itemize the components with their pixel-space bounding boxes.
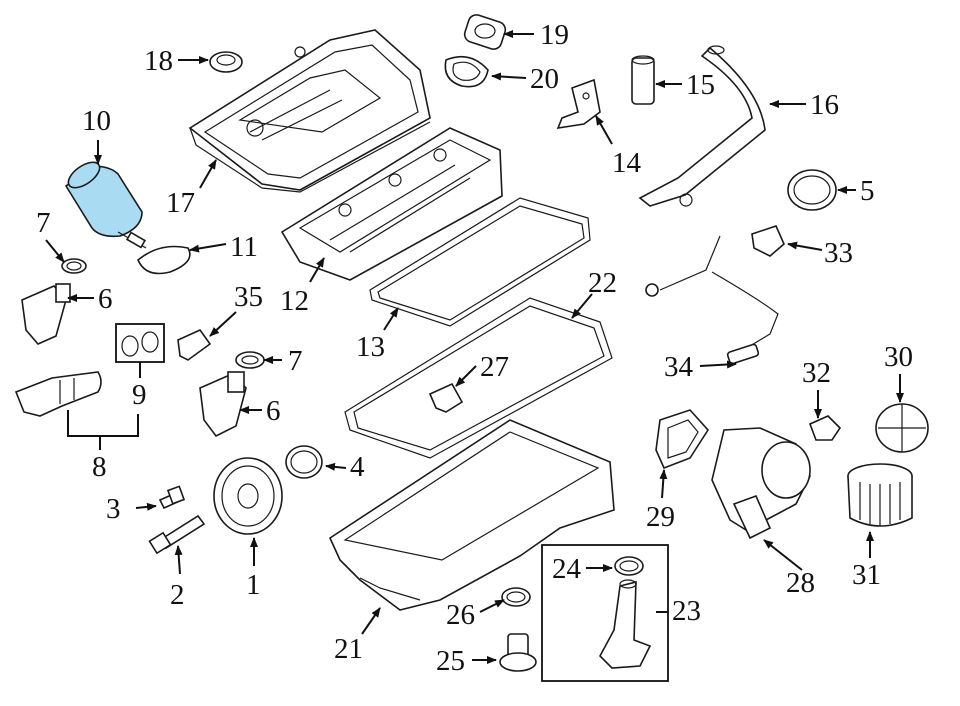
callout-13: 13 [356,331,385,363]
cover-gasket[interactable] [369,197,591,327]
callout-23: 23 [672,595,701,627]
oil-pan-gasket[interactable] [344,297,613,459]
callout-20: 20 [530,63,559,95]
seal-ring-5[interactable] [787,169,837,211]
thermostat-housing[interactable] [711,427,811,540]
callout-18: 18 [144,45,173,77]
callout-labels: 1 2 3 4 5 6 6 7 7 8 9 10 11 12 13 14 15 … [36,19,913,677]
o-ring-kit[interactable] [115,323,165,363]
callout-32: 32 [802,357,831,389]
callout-24: 24 [552,553,582,585]
o-ring-7a[interactable] [61,258,87,274]
callout-30: 30 [884,341,913,373]
callout-11: 11 [230,231,258,263]
callout-33: 33 [824,237,853,269]
oxygen-sensor-wire[interactable] [645,235,779,365]
callout-15: 15 [686,69,715,101]
callout-17: 17 [166,187,195,219]
callout-7a: 7 [36,207,51,239]
callout-8: 8 [92,451,107,483]
callout-10: 10 [82,105,111,137]
cap-seal[interactable] [463,13,508,51]
temperature-sensor[interactable] [177,328,212,361]
oil-tube[interactable] [638,45,766,207]
callout-21: 21 [334,633,363,665]
callout-26: 26 [446,599,475,631]
callout-14: 14 [612,147,642,179]
crank-sensor[interactable] [751,225,785,257]
callout-9: 9 [132,379,147,411]
seal-ring-24[interactable] [614,556,644,576]
seal-ring-4[interactable] [285,445,323,479]
callout-29: 29 [646,501,675,533]
callout-7b: 7 [288,345,303,377]
callout-25: 25 [436,645,465,677]
housing-gasket[interactable] [655,409,710,470]
oil-pan[interactable] [328,419,615,611]
callout-35: 35 [234,281,263,313]
callout-5: 5 [860,175,875,207]
callout-19: 19 [540,19,569,51]
callout-27: 27 [480,351,509,383]
oil-level-sensor[interactable] [599,579,652,669]
bolt-2[interactable] [148,514,206,555]
bolt-3[interactable] [158,485,186,510]
cover-gasket-ring[interactable] [444,55,489,88]
callout-6a: 6 [98,283,113,315]
camshaft-sensor-top[interactable] [21,283,71,345]
oil-filler-cap[interactable] [209,51,243,73]
cylinder-head-cover[interactable] [280,127,503,281]
callout-2: 2 [170,579,185,611]
callout-12: 12 [280,285,309,317]
callout-31: 31 [852,559,881,591]
bracket[interactable] [556,78,601,130]
oil-filter[interactable] [847,463,913,527]
callout-16: 16 [810,89,839,121]
o-ring-7b[interactable] [235,351,265,369]
callout-34: 34 [664,351,694,383]
pressure-switch[interactable] [808,415,842,441]
callout-4: 4 [350,451,365,483]
oil-level-sensor-27[interactable] [428,382,464,413]
drain-plug[interactable] [499,633,537,672]
filter-cap[interactable] [875,403,929,453]
gasket-11[interactable] [137,245,191,275]
callout-3: 3 [106,493,121,525]
callout-1: 1 [246,569,261,601]
camshaft-sensor-mid[interactable] [199,371,247,438]
callout-28: 28 [786,567,815,599]
crankshaft-pulley[interactable] [213,457,283,535]
callout-22: 22 [588,267,617,299]
vanos-solenoid[interactable] [64,157,147,249]
leader-lines [45,30,904,664]
breather-tube[interactable] [631,55,655,105]
vanos-valve[interactable] [14,371,102,417]
valve-cover[interactable] [188,29,431,193]
callout-6b: 6 [266,395,281,427]
drain-seal[interactable] [501,587,531,607]
